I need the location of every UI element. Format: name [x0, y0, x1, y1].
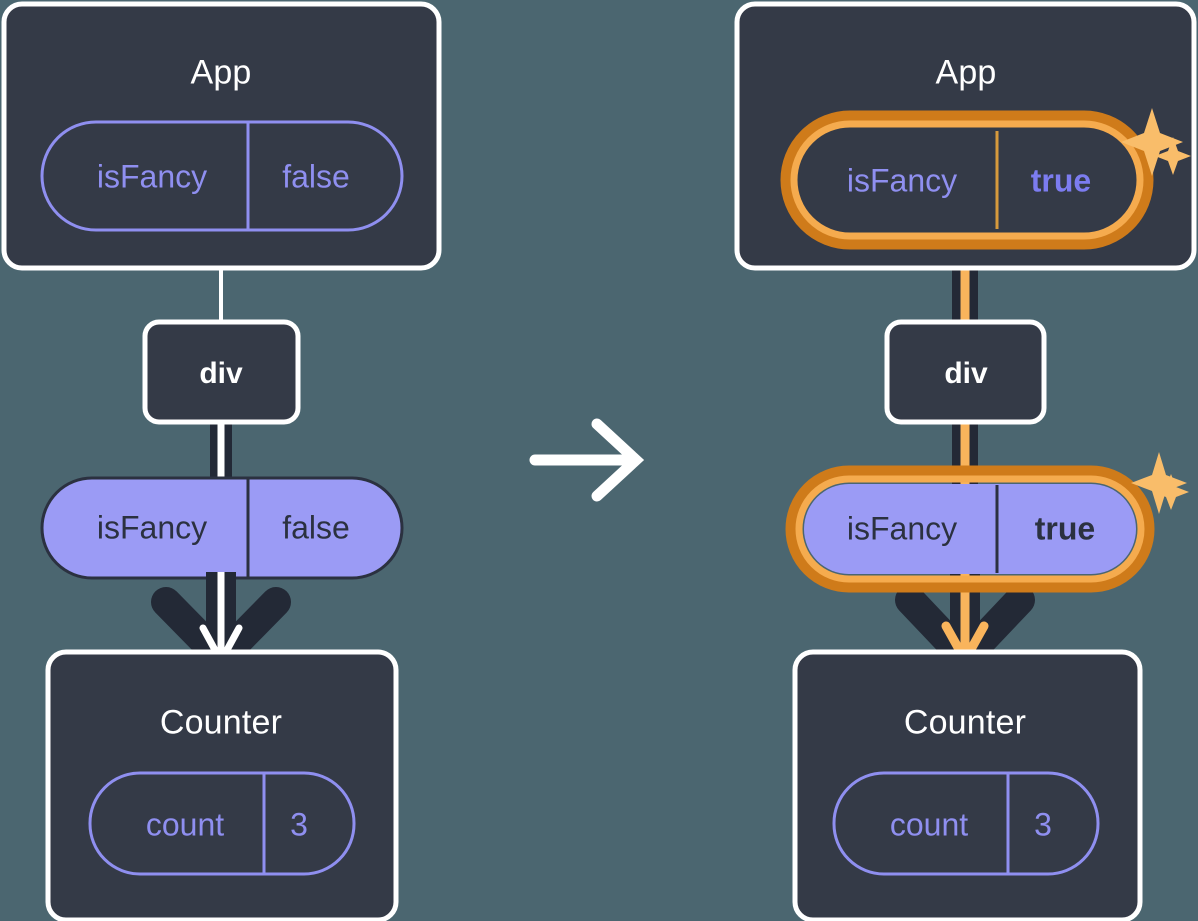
box-app-left[interactable] — [1, 1, 442, 271]
box-counter-right[interactable] — [792, 649, 1143, 921]
transition-arrow-head — [591, 418, 645, 502]
box-div-left[interactable] — [142, 319, 301, 425]
sparkle-icon-prop-small — [1153, 474, 1189, 510]
sparkle-icon-app-large — [1121, 108, 1183, 176]
pill-prop-right[interactable] — [804, 484, 1136, 574]
transition-arrow — [529, 418, 645, 502]
pill-app-state-left[interactable] — [40, 120, 404, 232]
pill-prop-right-halo-inner — [795, 475, 1145, 583]
pill-counter-state-left[interactable] — [88, 771, 356, 876]
pill-app-state-right[interactable] — [799, 129, 1135, 231]
box-counter-left[interactable] — [45, 649, 399, 921]
sparkle-icon-prop-large — [1131, 452, 1187, 514]
sparkle-icon-app-small — [1155, 137, 1191, 175]
panel-before — [1, 1, 442, 921]
panel-after — [734, 1, 1197, 921]
box-div-right[interactable] — [884, 319, 1047, 425]
pill-app-state-right-halo-outer — [780, 110, 1154, 250]
pill-counter-state-right[interactable] — [832, 771, 1100, 876]
pill-app-state-right-halo-inner — [790, 120, 1144, 240]
pill-prop-left[interactable] — [40, 476, 404, 580]
pill-prop-right-halo-outer — [785, 465, 1155, 593]
